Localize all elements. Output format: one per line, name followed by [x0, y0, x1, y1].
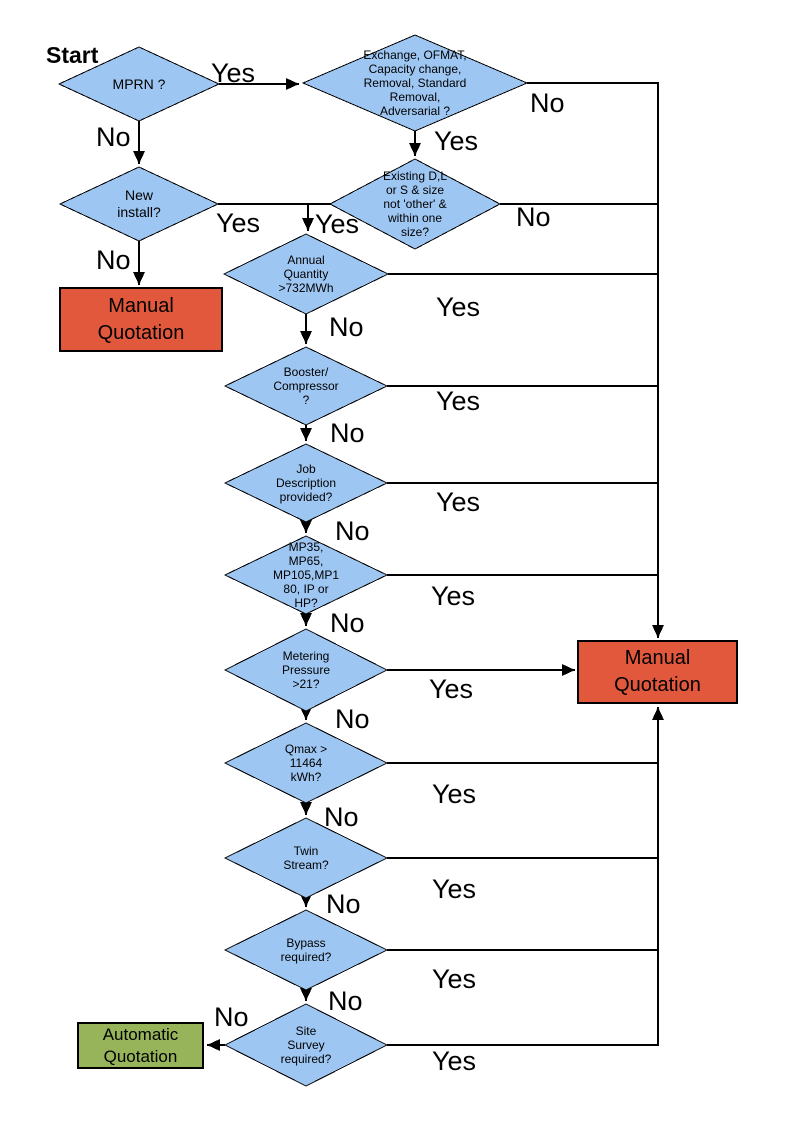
- label-no-exchange: No: [530, 88, 565, 118]
- label-yes-twin: Yes: [432, 874, 477, 904]
- terminal-manual-right-shape: [577, 640, 738, 704]
- decision-existing-size-shape: [328, 158, 502, 250]
- decision-site-survey-shape: [223, 1003, 389, 1087]
- decision-new-install-shape: [58, 166, 220, 242]
- label-no-mprn: No: [96, 122, 131, 152]
- label-yes-mprn: Yes: [211, 58, 256, 88]
- decision-annual-quantity-shape: [222, 233, 390, 315]
- decision-mprn-shape: [57, 46, 221, 122]
- label-no-annual: No: [329, 312, 364, 342]
- label-yes-metering: Yes: [429, 674, 474, 704]
- decision-exchange-shape: [301, 34, 529, 132]
- label-yes-existing: Yes: [315, 209, 360, 239]
- label-yes-pressure-tier: Yes: [431, 581, 476, 611]
- start-label: Start: [46, 42, 99, 68]
- label-yes-annual: Yes: [436, 292, 481, 322]
- decision-job-description-shape: [223, 443, 389, 523]
- label-yes-qmax: Yes: [432, 779, 477, 809]
- label-no-survey: No: [214, 1002, 249, 1032]
- label-yes-booster: Yes: [436, 386, 481, 416]
- label-no-twin: No: [326, 889, 361, 919]
- label-no-job: No: [335, 516, 370, 546]
- label-no-qmax: No: [324, 802, 359, 832]
- label-no-metering: No: [335, 704, 370, 734]
- edge-exchange-no-right-rail: [527, 82, 664, 638]
- label-no-existing: No: [516, 202, 551, 232]
- label-no-booster: No: [330, 418, 365, 448]
- label-yes-bypass: Yes: [432, 964, 477, 994]
- decision-booster-shape: [223, 346, 389, 426]
- decision-metering-pressure-shape: [223, 628, 389, 712]
- edge-survey-yes-right-rail: [387, 707, 664, 1046]
- terminal-automatic-shape: [77, 1022, 204, 1069]
- label-no-pressure-tier: No: [330, 608, 365, 638]
- label-no-new-install: No: [96, 245, 131, 275]
- label-yes-new-install: Yes: [216, 208, 261, 238]
- label-no-bypass: No: [328, 986, 363, 1016]
- label-yes-exchange: Yes: [434, 126, 479, 156]
- label-yes-survey: Yes: [432, 1046, 477, 1076]
- decision-qmax-shape: [223, 722, 389, 804]
- decision-twin-stream-shape: [223, 817, 389, 899]
- decision-pressure-tier-shape: [223, 535, 389, 615]
- label-yes-job: Yes: [436, 487, 481, 517]
- terminal-manual-left-shape: [59, 287, 223, 352]
- decision-bypass-shape: [223, 909, 389, 991]
